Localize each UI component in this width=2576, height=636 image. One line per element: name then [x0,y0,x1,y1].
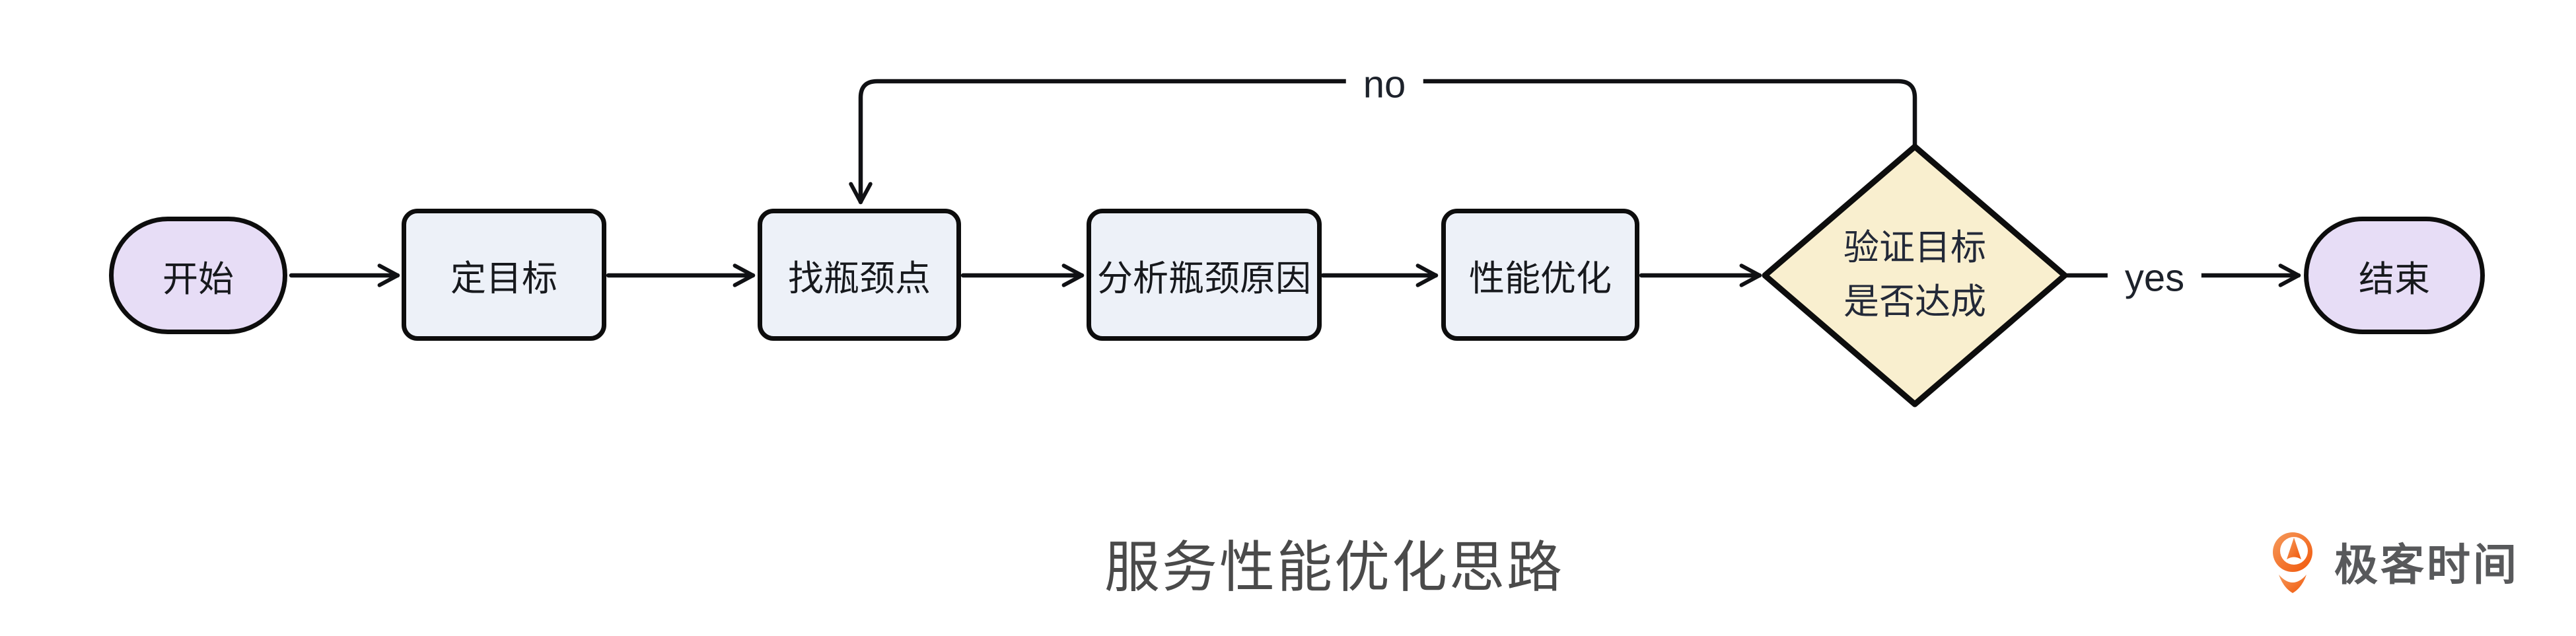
node-end: 结束 [2304,217,2485,334]
node-optimize: 性能优化 [1441,209,1639,341]
node-verify-label-line1: 验证目标 [1843,227,1986,267]
node-analyze-cause: 分析瓶颈原因 [1087,209,1322,341]
node-verify-label: 验证目标 是否达成 [1791,218,2039,332]
node-start: 开始 [109,217,287,334]
geektime-icon [2273,532,2312,593]
edge-label-yes: yes [2107,256,2202,300]
node-verify-diamond-shape [1762,143,2068,407]
node-find-bottleneck: 找瓶颈点 [758,209,961,341]
node-set-goal: 定目标 [402,209,606,341]
geektime-logo-text: 极客时间 [2334,540,2519,589]
node-set-goal-label: 定目标 [450,258,557,299]
node-optimize-label: 性能优化 [1469,258,1612,299]
edge-label-no: no [1345,62,1423,107]
node-end-label: 结束 [2359,259,2430,299]
geektime-logo: 极客时间 [2271,528,2519,594]
diagram-title: 服务性能优化思路 [1104,536,1565,598]
node-find-bottleneck-label: 找瓶颈点 [788,258,931,299]
node-analyze-cause-label: 分析瓶颈原因 [1097,258,1311,299]
node-verify-label-line2: 是否达成 [1843,282,1986,322]
node-start-label: 开始 [162,259,234,299]
